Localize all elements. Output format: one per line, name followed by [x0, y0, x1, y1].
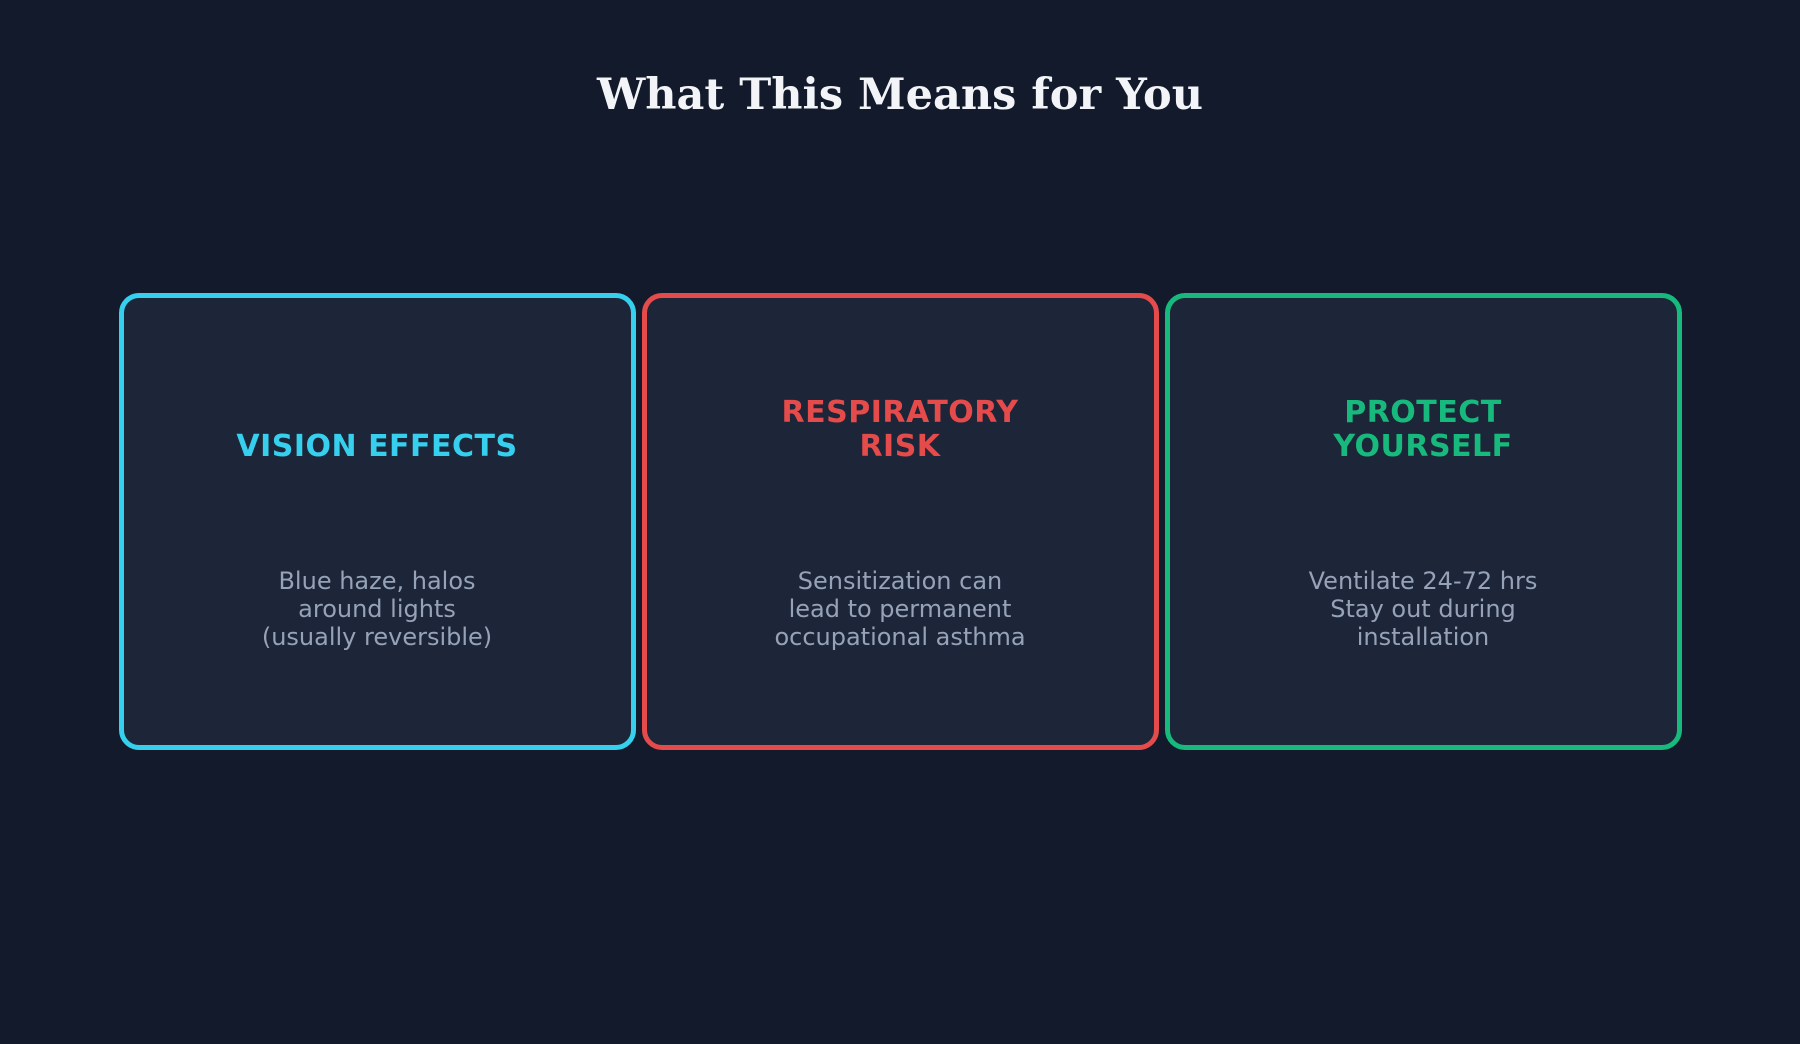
vision-effects-heading: VISION EFFECTS — [236, 429, 518, 464]
page-title: What This Means for You — [597, 70, 1203, 120]
respiratory-risk-card: RESPIRATORY RISK Sensitization can lead … — [641, 293, 1159, 750]
respiratory-risk-body: Sensitization can lead to permanent occu… — [774, 567, 1026, 651]
protect-yourself-heading: PROTECT YOURSELF — [1333, 395, 1513, 464]
vision-effects-body: Blue haze, halos around lights (usually … — [261, 567, 493, 651]
vision-effects-card: VISION EFFECTS Blue haze, halos around l… — [118, 293, 636, 750]
respiratory-risk-heading: RESPIRATORY RISK — [781, 395, 1019, 464]
cards-row: VISION EFFECTS Blue haze, halos around l… — [0, 293, 1800, 750]
protect-yourself-body: Ventilate 24-72 hrs Stay out during inst… — [1308, 567, 1538, 651]
protect-yourself-card: PROTECT YOURSELF Ventilate 24-72 hrs Sta… — [1164, 293, 1682, 750]
